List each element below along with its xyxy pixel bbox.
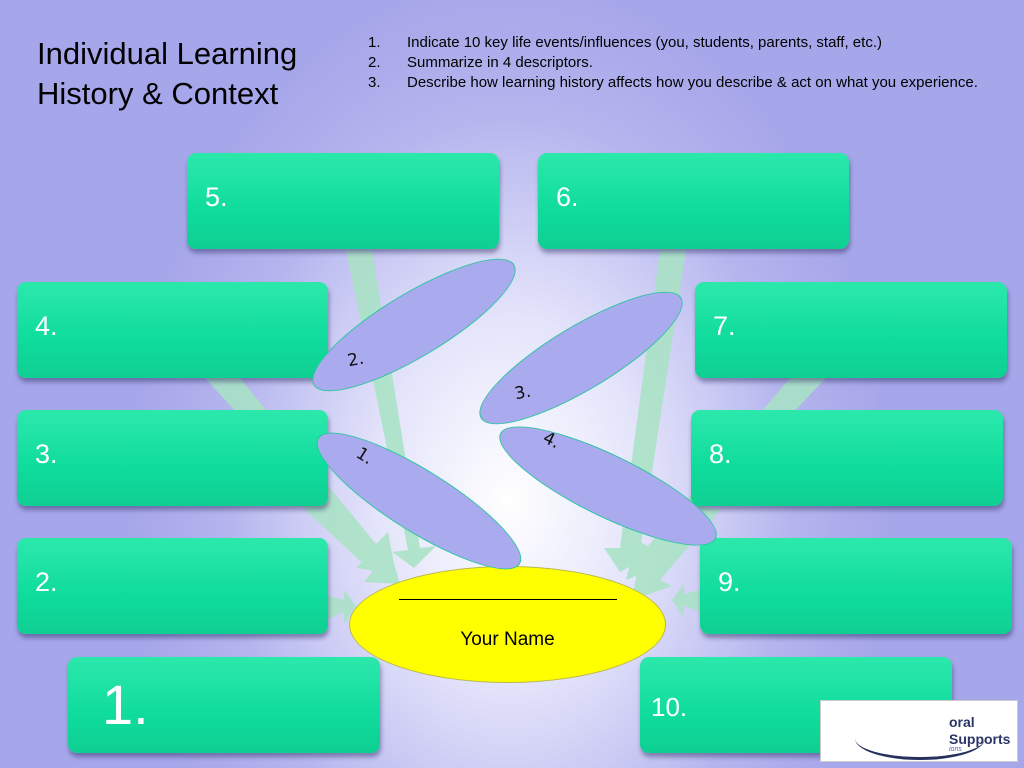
instruction-item: 2. Summarize in 4 descriptors. xyxy=(368,53,988,73)
event-box-3[interactable]: 3. xyxy=(17,410,328,506)
arrow-from-9 xyxy=(672,584,700,618)
your-name-oval[interactable]: Your Name xyxy=(349,566,666,683)
event-box-label: 1. xyxy=(102,673,149,736)
logo-text: oral Supports xyxy=(949,714,1010,748)
your-name-label: Your Name xyxy=(460,629,555,650)
event-box-9[interactable]: 9. xyxy=(700,538,1012,634)
descriptor-label: 1. xyxy=(352,443,377,470)
event-box-2[interactable]: 2. xyxy=(17,538,328,634)
instruction-number: 2. xyxy=(368,54,381,71)
event-box-label: 9. xyxy=(718,567,741,597)
event-box-label: 8. xyxy=(709,439,732,469)
logo-text-line-1: oral xyxy=(949,714,975,730)
instruction-number: 3. xyxy=(368,74,381,91)
instruction-text: Describe how learning history affects ho… xyxy=(407,74,978,91)
descriptor-label: 3. xyxy=(512,381,533,405)
instruction-text: Indicate 10 key life events/influences (… xyxy=(407,34,882,51)
event-box-label: 4. xyxy=(35,311,58,341)
instruction-number: 1. xyxy=(368,34,381,51)
title-line-1: Individual Learning xyxy=(37,36,298,71)
event-box-label: 6. xyxy=(556,182,579,212)
event-box-label: 5. xyxy=(205,182,228,212)
logo-swoosh xyxy=(855,717,985,760)
instruction-item: 3. Describe how learning history affects … xyxy=(368,73,988,93)
slide-title: Individual Learning History & Context xyxy=(37,34,337,114)
descriptor-label: 2. xyxy=(345,348,366,372)
event-box-label: 10. xyxy=(651,692,688,722)
event-box-label: 2. xyxy=(35,567,58,597)
event-box-label: 7. xyxy=(713,311,736,341)
logo-subtext: ions xyxy=(949,746,962,753)
arrow-from-3 xyxy=(300,500,400,584)
arrow-from-2 xyxy=(326,590,356,624)
instruction-item: 1. Indicate 10 key life events/influences… xyxy=(368,33,988,53)
event-box-label: 3. xyxy=(35,439,58,469)
event-box-5[interactable]: 5. xyxy=(187,153,499,249)
event-box-6[interactable]: 6. xyxy=(538,153,849,249)
title-line-2: History & Context xyxy=(37,76,279,111)
pbis-logo: oral Supports ions xyxy=(820,700,1018,762)
logo-text-line-2: Supports xyxy=(949,731,1011,747)
instruction-text: Summarize in 4 descriptors. xyxy=(407,54,593,71)
event-box-8[interactable]: 8. xyxy=(691,410,1003,506)
event-box-7[interactable]: 7. xyxy=(695,282,1007,378)
name-blank-line xyxy=(399,599,617,600)
instructions-list: 1. Indicate 10 key life events/influences… xyxy=(368,33,988,93)
event-box-1[interactable]: 1. xyxy=(68,657,380,753)
event-box-4[interactable]: 4. xyxy=(17,282,328,378)
